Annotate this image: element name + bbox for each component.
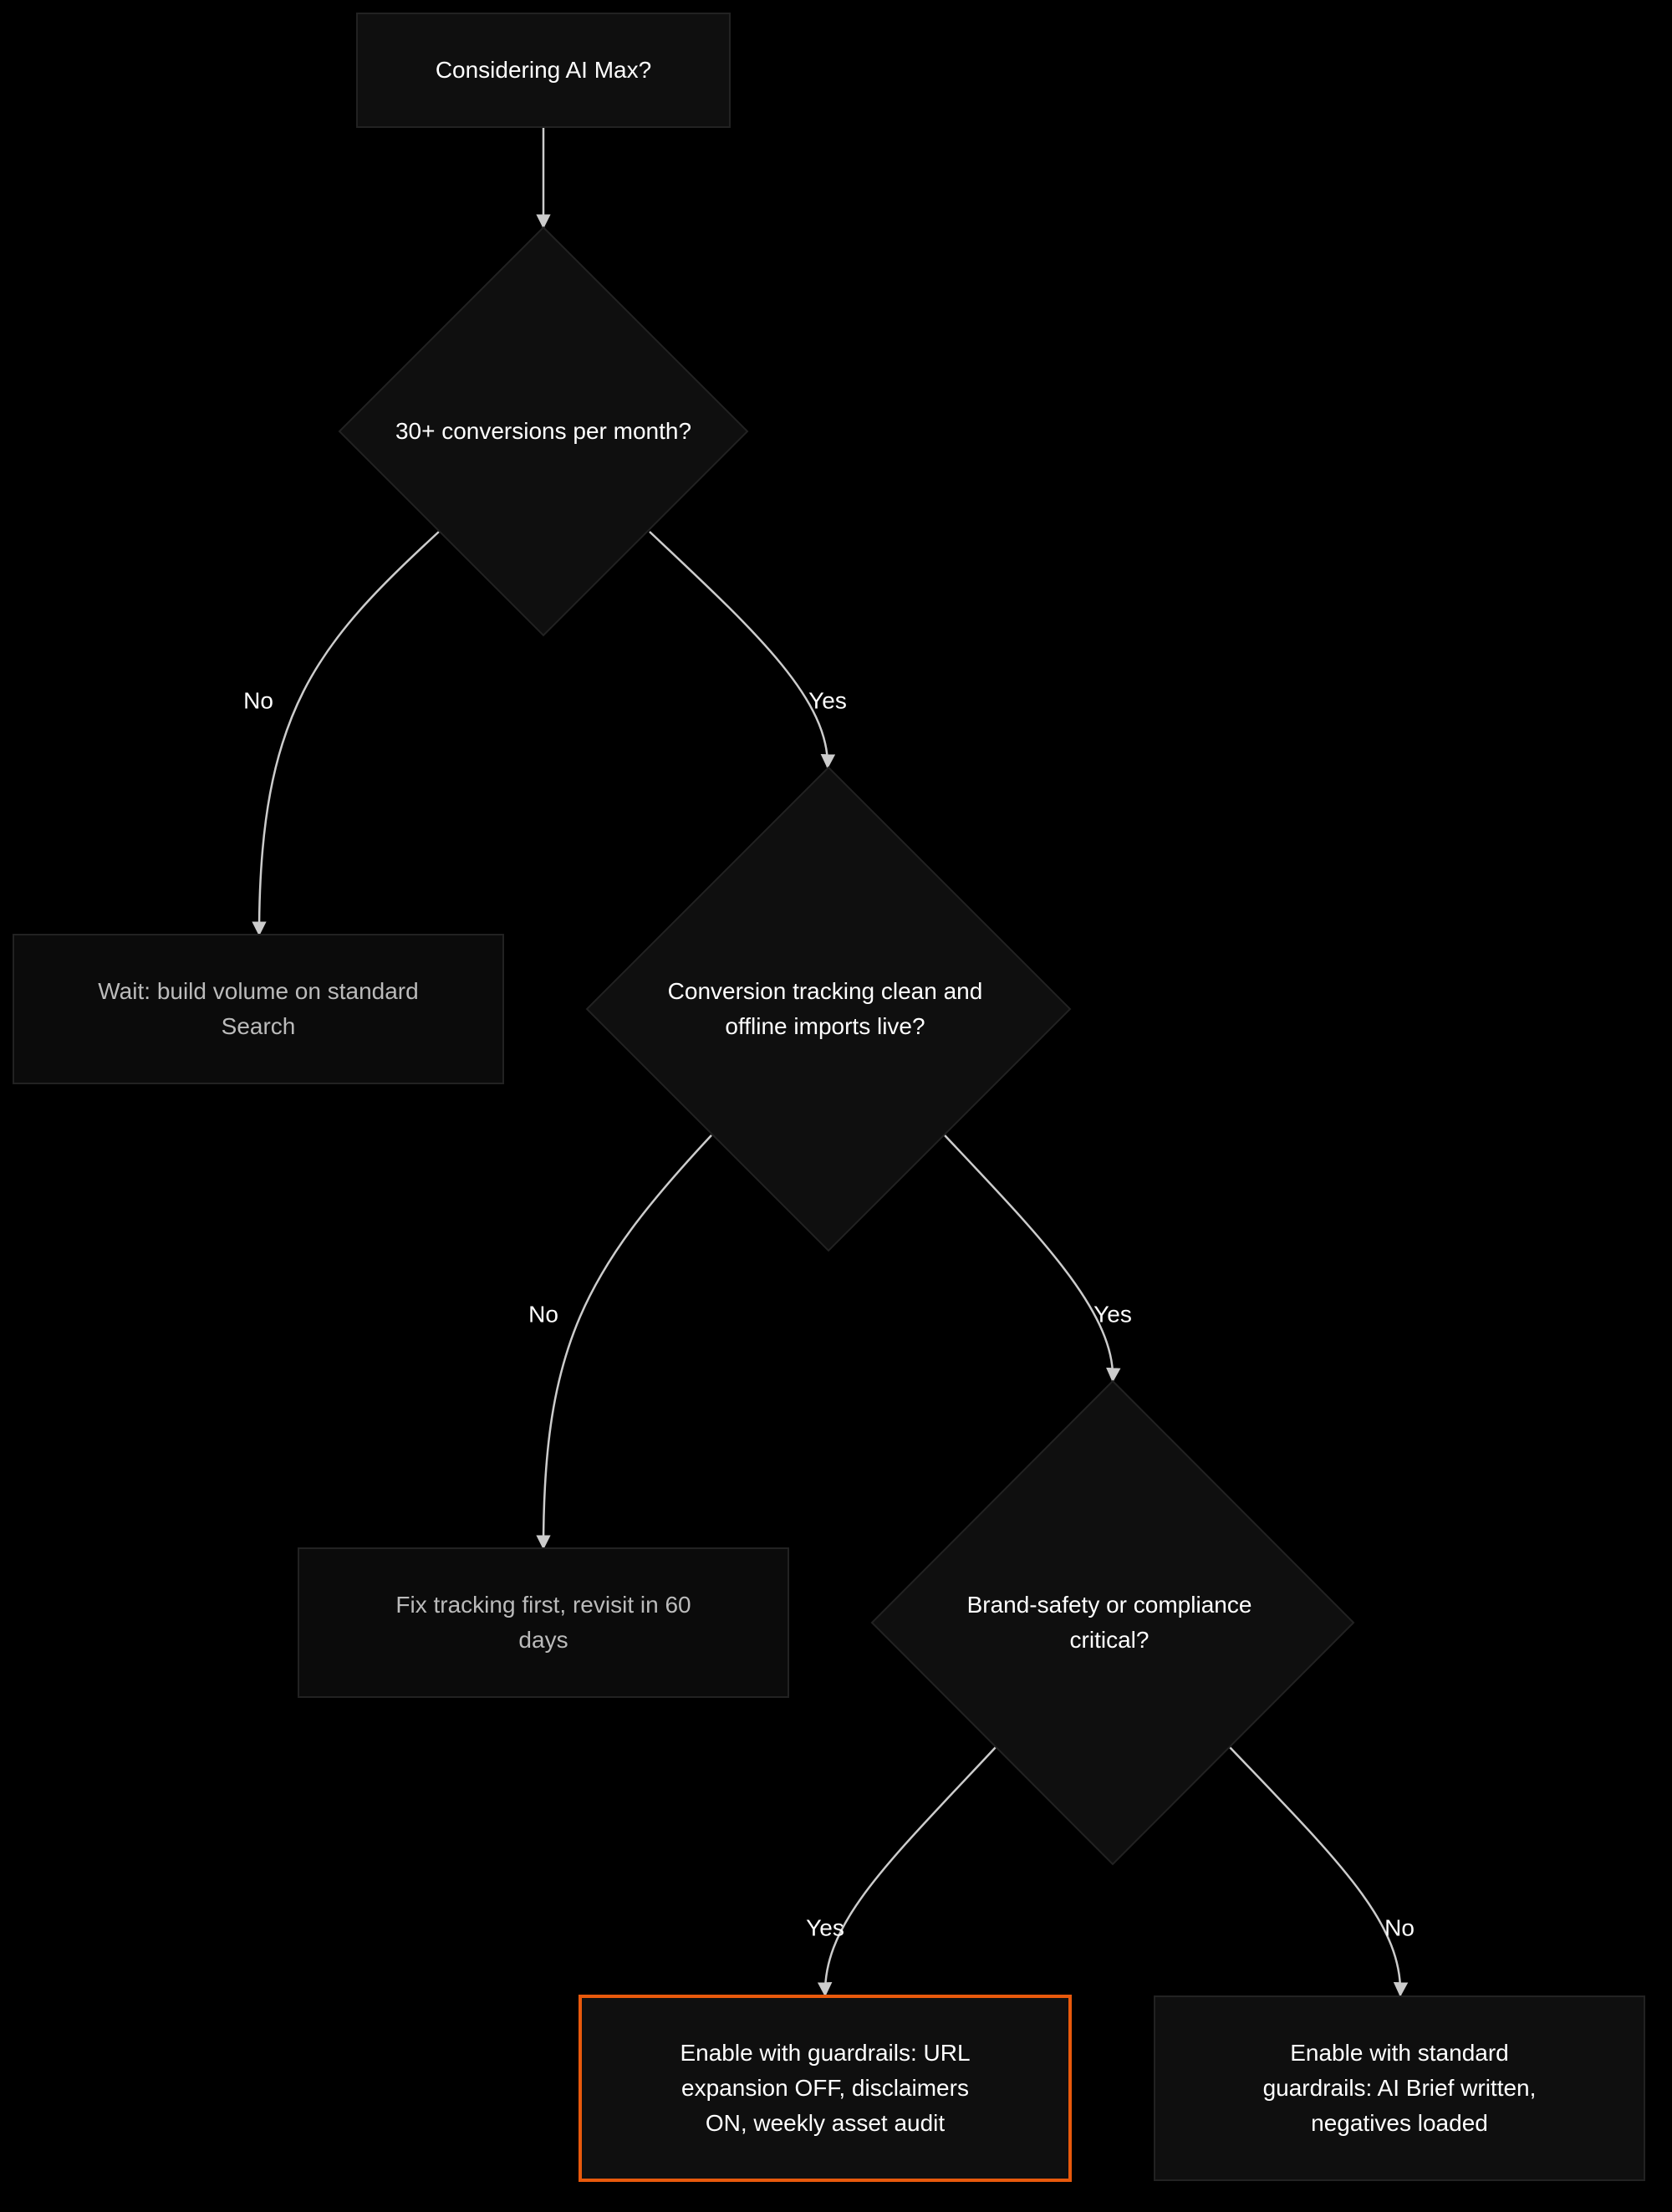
q-brand-safety-line: critical? [1070,1627,1150,1653]
edge-label-conversions-yes: Yes [808,687,847,713]
q-conversions-line: 30+ conversions per month? [395,418,691,444]
fix-tracking-line: days [518,1627,568,1653]
enable-standard-line: Enable with standard [1290,2040,1509,2066]
node-enable-guardrails-label: Enable with guardrails: URL expansion OFF… [680,2040,970,2136]
edge-tracking-no [536,1134,712,1550]
node-enable-standard: Enable with standard guardrails: AI Brief… [1154,1995,1645,2181]
enable-standard-line: negatives loaded [1311,2110,1488,2136]
node-enable-standard-label: Enable with standard guardrails: AI Brief… [1263,2040,1537,2136]
edge-label-conversions-no: No [243,687,273,713]
node-fix-tracking: Fix tracking first, revisit in 60 days [298,1547,789,1698]
edge-label-tracking-yes: Yes [1093,1301,1132,1327]
decision-conversions-label: 30+ conversions per month? [395,418,691,444]
decision-brand-safety: Brand-safety or compliance critical? [870,1379,1355,1866]
edge-tracking-yes [944,1134,1121,1383]
edge-label-tracking-no: No [528,1301,558,1327]
enable-guardrails-line: expansion OFF, disclaimers [681,2075,969,2101]
edge-conversions-yes [649,531,836,769]
wait-line: Wait: build volume on standard [98,978,418,1004]
edge-brand-yes [817,1746,997,1997]
node-enable-guardrails: Enable with guardrails: URL expansion OFF… [579,1995,1072,2182]
decision-tracking-label: Conversion tracking clean and offline imp… [668,978,983,1039]
fix-tracking-line: Fix tracking first, revisit in 60 [395,1592,691,1618]
edge-label-brand-no: No [1384,1914,1415,1940]
enable-guardrails-line: ON, weekly asset audit [706,2110,946,2136]
decision-tracking: Conversion tracking clean and offline imp… [585,766,1072,1252]
node-fix-tracking-label: Fix tracking first, revisit in 60 days [395,1592,691,1653]
decision-conversions: 30+ conversions per month? [338,226,749,637]
start-line: Considering AI Max? [436,57,651,83]
q-tracking-line: offline imports live? [725,1013,925,1039]
decision-brand-safety-label: Brand-safety or compliance critical? [967,1592,1252,1653]
q-brand-safety-line: Brand-safety or compliance [967,1592,1252,1618]
edge-brand-no [1229,1746,1409,1997]
node-start-label: Considering AI Max? [436,57,651,83]
q-tracking-line: Conversion tracking clean and [668,978,983,1004]
edge-conversions-no [252,531,440,936]
edge-label-brand-yes: Yes [806,1914,844,1940]
enable-standard-line: guardrails: AI Brief written, [1263,2075,1537,2101]
node-start: Considering AI Max? [356,13,731,128]
enable-guardrails-line: Enable with guardrails: URL [680,2040,970,2066]
wait-line: Search [222,1013,296,1039]
